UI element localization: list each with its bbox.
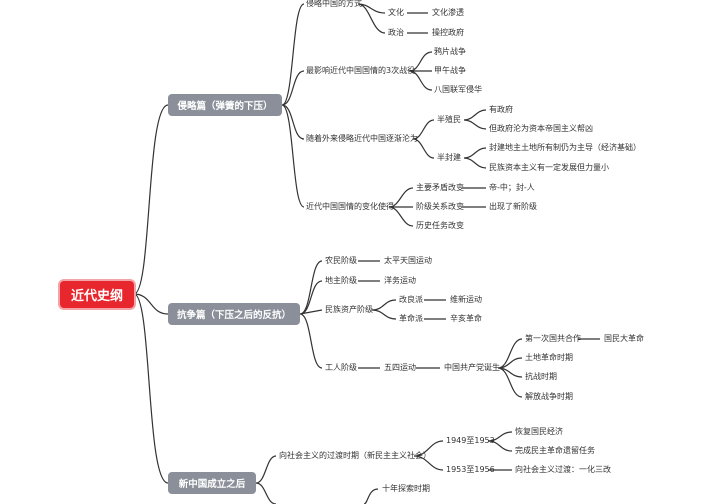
node-three-wars: 最影响近代中国国情的3次战役 xyxy=(306,66,416,75)
branch-new-china: 新中国成立之后 xyxy=(168,472,256,494)
node-working-class: 工人阶级 xyxy=(325,363,357,372)
node-bourgeoisie: 民族资产阶级 xyxy=(325,305,373,314)
node-historical-task: 历史任务改变 xyxy=(416,221,464,230)
node-semi-colonial: 半殖民 xyxy=(437,115,461,124)
node-landlord-class: 地主阶级 xyxy=(325,276,357,285)
node-control-government: 操控政府 xyxy=(432,28,464,37)
branch-resistance: 抗争篇（下压之后的反抗） xyxy=(168,303,300,325)
node-socialist-transition: 向社会主义过渡：一化三改 xyxy=(515,465,611,474)
connector-wars xyxy=(408,51,433,91)
connector-newchina-children xyxy=(255,455,277,504)
node-agrarian-revolution: 土地革命时期 xyxy=(525,353,573,362)
node-eight-nation: 八国联军侵华 xyxy=(434,85,482,94)
node-landlord-ownership: 封建地主土地所有制仍为主导（经济基础） xyxy=(489,143,641,152)
node-culture: 文化 xyxy=(388,8,404,17)
connector-cpc xyxy=(497,338,523,398)
connector-resistance-children xyxy=(299,260,323,369)
node-reform-movement: 维新运动 xyxy=(450,295,482,304)
node-self-strengthening: 洋务运动 xyxy=(384,276,416,285)
node-politics: 政治 xyxy=(388,28,404,37)
node-situation-change: 近代中国国情的变化使得 xyxy=(306,202,394,211)
node-1949-1953: 1949至1953 xyxy=(446,436,495,445)
branch-invasion: 侵略篇（弹簧的下压） xyxy=(168,94,282,116)
node-transition-period: 向社会主义的过渡时期（新民主主义社会） xyxy=(279,451,431,460)
node-complete-revolution: 完成民主革命遗留任务 xyxy=(515,446,595,455)
connector-semifeudal xyxy=(463,147,487,169)
node-semi-feudal: 半封建 xyxy=(437,153,461,162)
connector-fall xyxy=(412,119,435,159)
connector-ways-leaves xyxy=(407,12,428,34)
connector-invasion-children xyxy=(281,3,305,208)
node-restore-economy: 恢复国民经济 xyxy=(515,427,563,436)
connector-transition xyxy=(413,440,444,471)
node-taiping: 太平天国运动 xyxy=(384,256,432,265)
node-main-contradiction: 主要矛盾改变 xyxy=(416,183,464,192)
connector-change-leaves xyxy=(462,187,486,208)
node-first-cooperation: 第一次国共合作 xyxy=(525,334,581,343)
node-class-relations: 阶级关系改变 xyxy=(416,202,464,211)
node-cpc-founded: 中国共产党诞生 xyxy=(444,363,500,372)
connector-ways xyxy=(357,3,386,34)
connector-semicolonial xyxy=(463,109,487,130)
node-national-revolution: 国民大革命 xyxy=(604,334,644,343)
connector-decade xyxy=(363,488,379,504)
connector-1949 xyxy=(487,431,513,452)
connector-bourgeois-leaves xyxy=(424,299,446,320)
node-invasion-ways: 侵略中国的方式 xyxy=(306,0,362,8)
connector-root-newchina xyxy=(133,293,169,484)
node-opium-war: 鸦片战争 xyxy=(434,47,466,56)
root-node: 近代史纲 xyxy=(60,281,134,308)
node-new-class: 出现了新阶级 xyxy=(489,202,537,211)
node-has-government: 有政府 xyxy=(489,105,513,114)
connector-root-resistance xyxy=(133,293,169,315)
node-government-accomplice: 但政府沦为资本帝国主义帮凶 xyxy=(489,124,593,133)
node-sino-japanese-war: 甲午战争 xyxy=(434,66,466,75)
connector-bourgeois xyxy=(371,299,397,320)
node-revolutionaries: 革命派 xyxy=(399,314,423,323)
node-anti-japanese-war: 抗战时期 xyxy=(525,372,557,381)
connector-class-leaves xyxy=(358,260,380,282)
connector-change xyxy=(388,187,414,227)
node-decade-exploration: 十年探索时期 xyxy=(382,484,430,493)
node-contradiction-detail: 帝-中；封-人 xyxy=(489,183,535,192)
node-may-fourth: 五四运动 xyxy=(384,363,416,372)
node-culture-infiltration: 文化渗透 xyxy=(432,8,464,17)
node-peasant-class: 农民阶级 xyxy=(325,256,357,265)
connector-root-invasion xyxy=(133,104,169,295)
node-reformists: 改良派 xyxy=(399,295,423,304)
node-gradual-fall: 随着外来侵略近代中国逐渐沦为 xyxy=(306,134,418,143)
node-national-capitalism: 民族资本主义有一定发展但力量小 xyxy=(489,163,609,172)
node-1953-1956: 1953至1956 xyxy=(446,465,495,474)
node-xinhai-revolution: 辛亥革命 xyxy=(450,314,482,323)
node-liberation-war: 解放战争时期 xyxy=(525,392,573,401)
